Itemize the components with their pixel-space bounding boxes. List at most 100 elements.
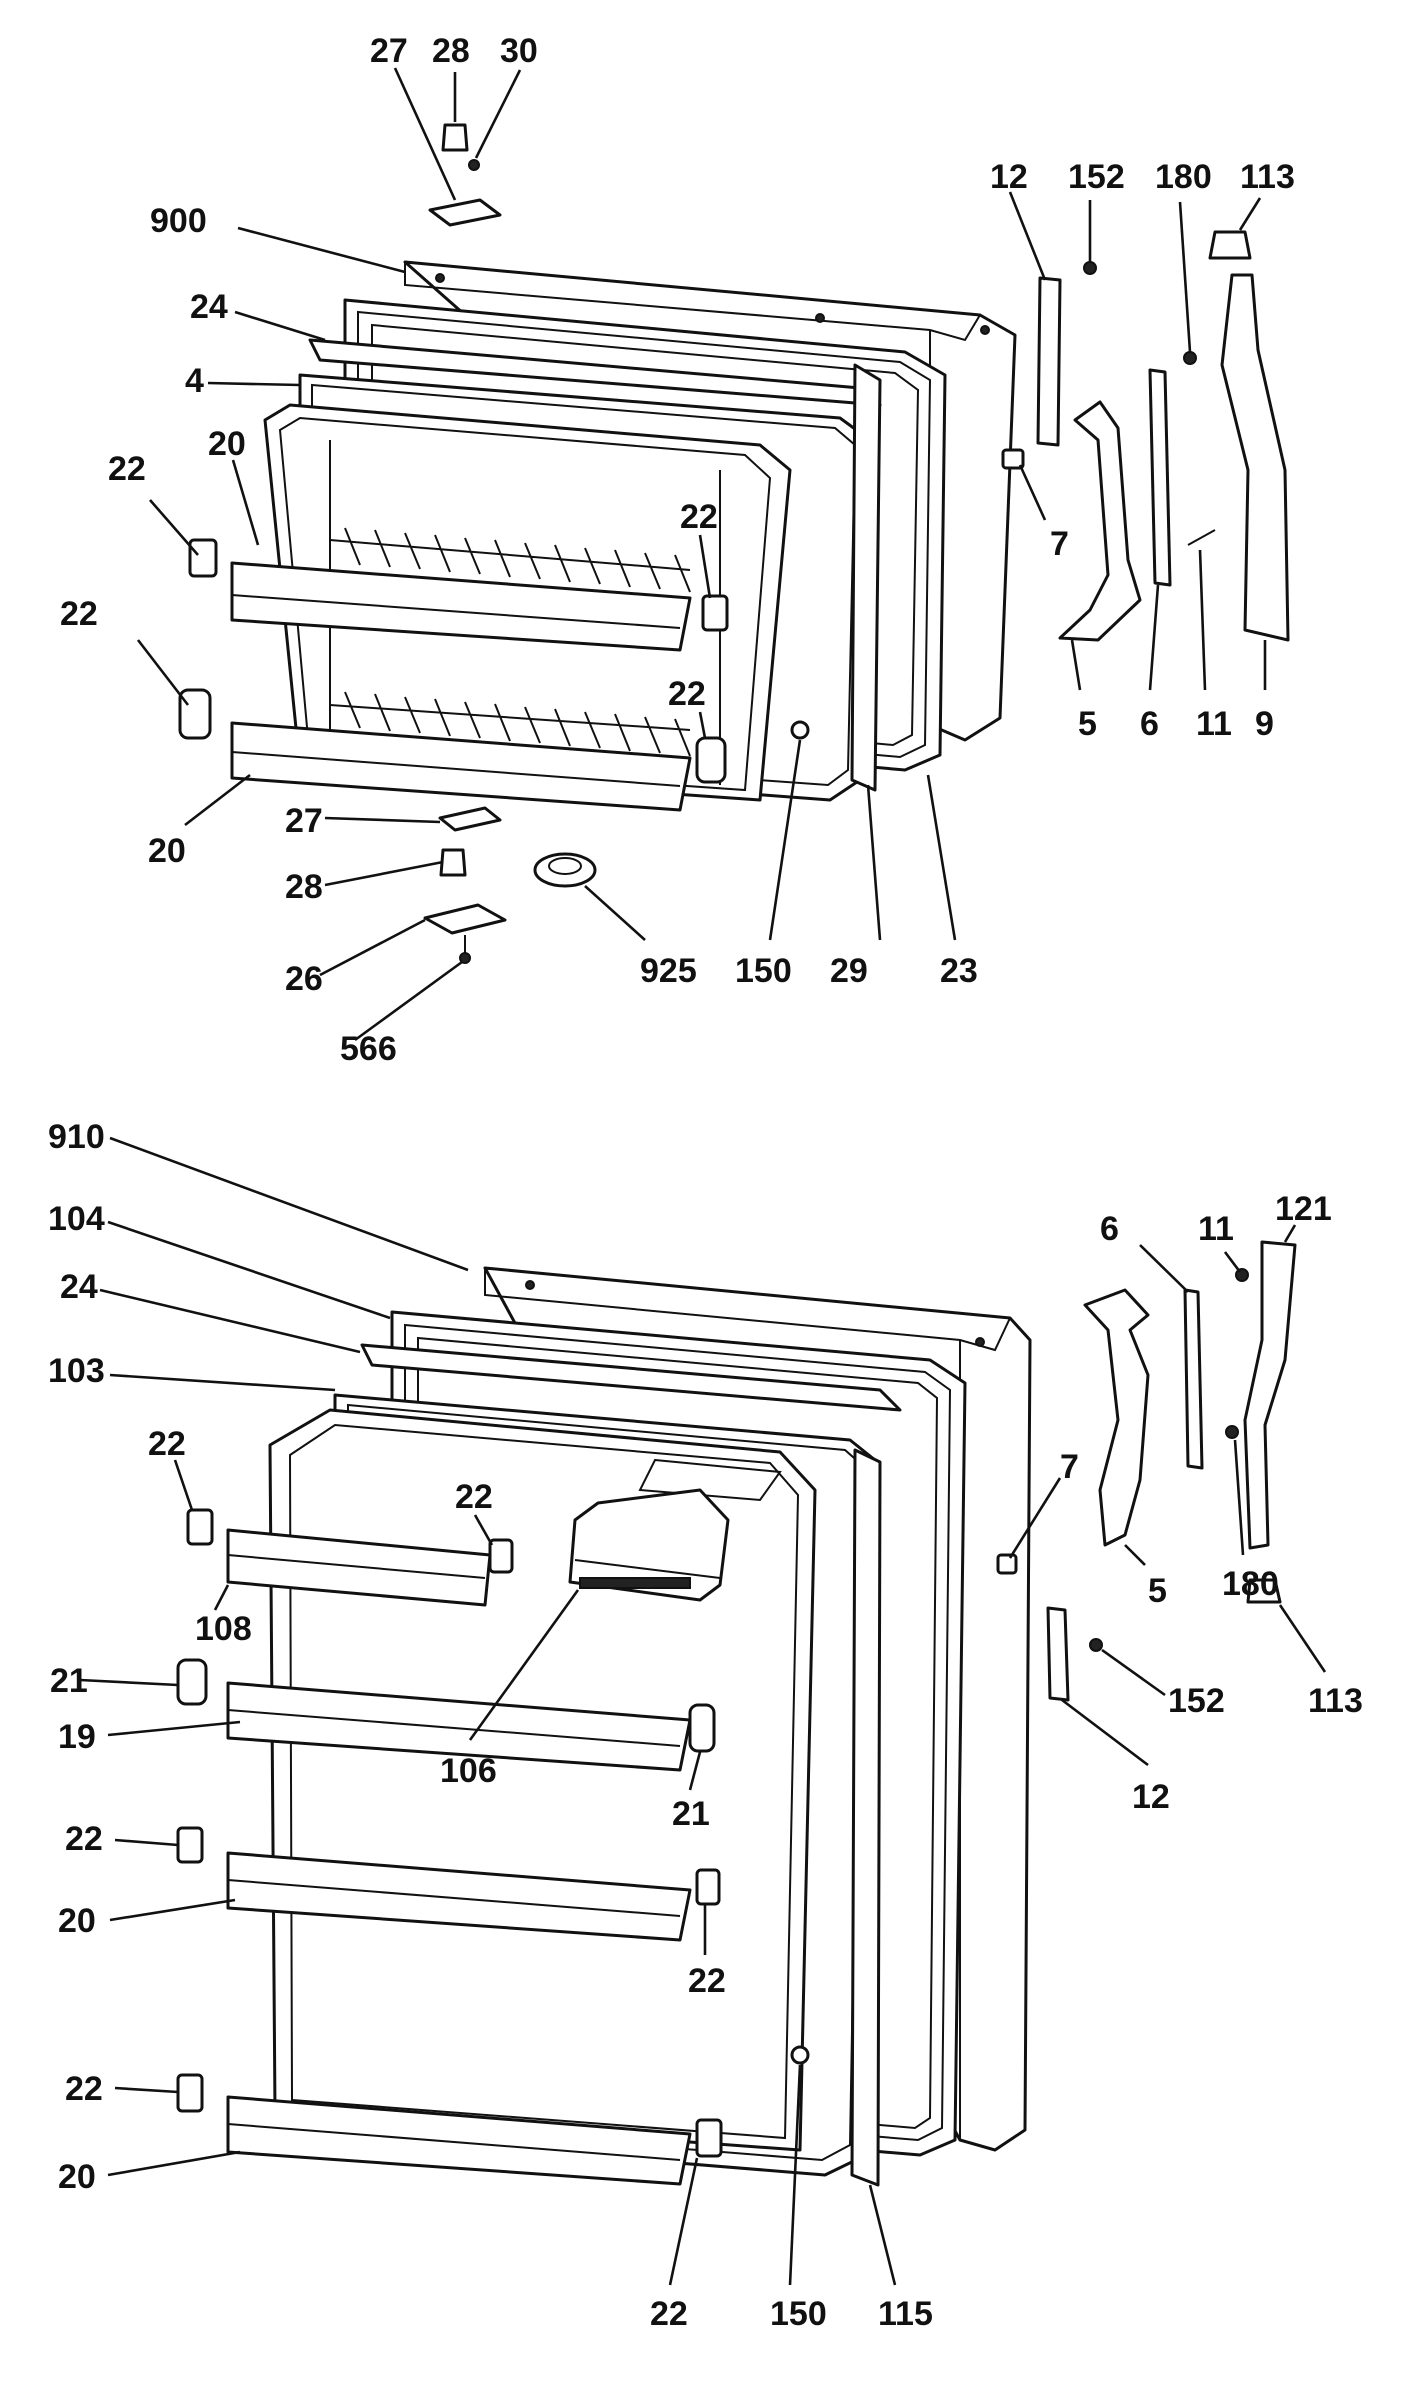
ff-clip-21-a [176,1658,208,1706]
freezer-handle-mount-12 [1036,276,1062,447]
freezer-handle-cap-9 [1220,273,1290,642]
label-106: 106 [440,1752,497,1790]
label-925: 925 [640,952,697,990]
label-28-bottom: 28 [285,868,323,906]
hinge-plate-26 [423,903,507,935]
label-180-ff: 180 [1222,1565,1279,1603]
label-22-upper-left: 22 [108,450,146,488]
ff-clip-22-b [488,1538,514,1574]
ff-clip-22-f [695,2118,723,2158]
label-104: 104 [48,1200,105,1238]
label-22-ff-b: 22 [455,1478,493,1516]
label-22-ff-f: 22 [650,2295,688,2333]
label-7: 7 [1050,525,1069,563]
label-22-lower-right: 22 [668,675,706,713]
hinge-bracket-27-top [428,198,502,227]
hinge-pin-28-top [441,123,469,152]
label-566: 566 [340,1030,397,1068]
label-27-bottom: 27 [285,802,323,840]
fresh-food-liner-cavity [268,1408,817,2152]
label-900: 900 [150,202,207,240]
label-23: 23 [940,952,978,990]
fresh-food-handle-5 [1083,1288,1150,1547]
freezer-handle-5 [1058,400,1142,642]
label-20-ff-a: 20 [58,1902,96,1940]
label-22-upper-right: 22 [680,498,718,536]
label-22-lower-left: 22 [60,595,98,633]
label-21-ff-b: 21 [672,1795,710,1833]
label-113-ff: 113 [1308,1682,1363,1720]
label-150: 150 [735,952,792,990]
fresh-food-strip-115 [850,1448,882,2187]
label-24: 24 [190,288,228,326]
ff-clip-22-c [176,1826,204,1864]
freezer-lower-shelf-bar [230,721,692,812]
label-180: 180 [1155,158,1212,196]
fresh-food-handle-cap-121 [1243,1240,1297,1550]
freezer-shelf-clip-left [188,538,218,578]
label-20-ff-b: 20 [58,2158,96,2196]
fresh-food-shelf-19 [226,1681,692,1772]
label-115: 115 [878,2295,933,2333]
label-29: 29 [830,952,868,990]
label-11: 11 [1196,705,1232,743]
label-9: 9 [1255,705,1274,743]
screw-152-bottom [1089,1638,1103,1652]
label-19: 19 [58,1718,96,1756]
hinge-pin-28-bottom [439,848,467,877]
label-108: 108 [195,1610,252,1648]
screw-180-bottom [1225,1425,1239,1439]
ff-clip-22-a [186,1508,214,1546]
label-150-ff: 150 [770,2295,827,2333]
label-11-ff: 11 [1198,1210,1234,1248]
screw-30-top [468,159,480,171]
label-27: 27 [370,32,408,70]
freezer-handle-trim-6 [1148,368,1172,587]
label-22-ff-c: 22 [65,1820,103,1858]
label-5: 5 [1078,705,1097,743]
label-22-ff-a: 22 [148,1425,186,1463]
freezer-door-assembly: 27 28 30 900 24 4 20 22 22 22 22 20 27 2… [60,32,1295,1068]
fresh-food-screw-150 [790,2045,810,2065]
label-24-ff: 24 [60,1268,98,1306]
freezer-shelf-clip-right [701,594,729,632]
fresh-food-handle-mount-12 [1046,1606,1070,1702]
label-12: 12 [990,158,1028,196]
fresh-food-hinge-7 [996,1553,1018,1575]
ff-clip-22-d [695,1868,721,1906]
freezer-shelf-clip-right-lower [695,736,727,784]
label-21-ff-a: 21 [50,1662,88,1700]
hinge-bracket-27-bottom [438,806,502,832]
fresh-food-door-assembly: 910 104 24 103 22 22 108 21 19 106 21 22… [48,1118,1363,2333]
screw-566 [459,952,471,964]
label-20-lower: 20 [148,832,186,870]
label-22-ff-e: 22 [65,2070,103,2108]
freezer-screw-150 [790,720,810,740]
label-152: 152 [1068,158,1125,196]
freezer-shelf-clip-left-lower [178,688,212,740]
label-6-ff: 6 [1100,1210,1119,1248]
label-6: 6 [1140,705,1159,743]
screw-152-top [1083,261,1097,275]
ff-clip-21-b [688,1703,716,1753]
label-152-ff: 152 [1168,1682,1225,1720]
ff-clip-22-e [176,2073,204,2113]
label-12-ff: 12 [1132,1778,1170,1816]
freezer-hinge-7 [1001,448,1025,470]
freezer-strip-29 [850,363,882,792]
fresh-food-shelf-20-lower [226,2095,692,2186]
freezer-upper-shelf-bar [230,561,692,652]
label-7-ff: 7 [1060,1448,1079,1486]
label-5-ff: 5 [1148,1572,1167,1610]
fresh-food-shelf-20-upper [226,1851,692,1942]
label-20-upper: 20 [208,425,246,463]
fresh-food-handle-trim-6 [1183,1288,1204,1470]
label-28: 28 [432,32,470,70]
label-30: 30 [500,32,538,70]
fresh-food-breaker-strip [360,1343,902,1412]
end-cap-113-bottom [1246,1578,1282,1604]
label-121: 121 [1275,1190,1332,1228]
dairy-compartment-106 [568,1488,730,1602]
screw-180-top [1183,351,1197,365]
